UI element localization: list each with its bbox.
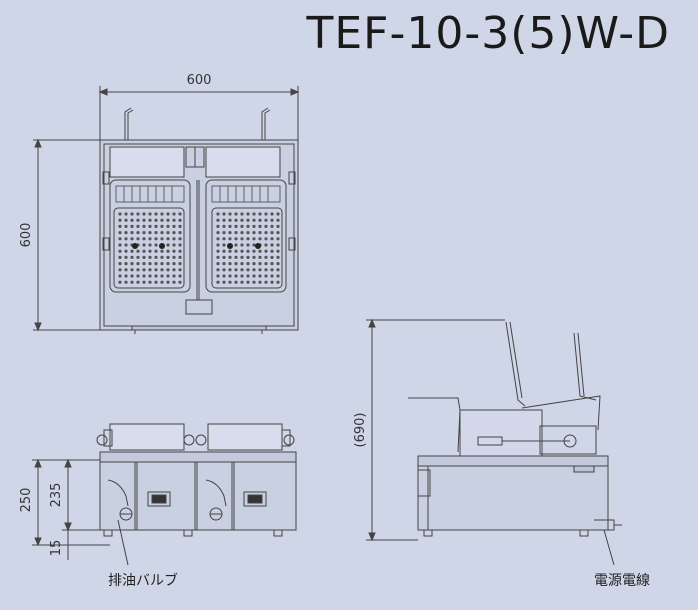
model-title: TEF-10-3(5)W-D bbox=[306, 8, 670, 59]
total-height-label: 250 bbox=[19, 488, 34, 513]
body-height-label: 235 bbox=[49, 483, 64, 508]
power-cord-label: 電源電線 bbox=[594, 573, 650, 589]
side-height-label: (690) bbox=[353, 413, 368, 448]
front-view bbox=[32, 423, 297, 566]
basket-mesh bbox=[118, 212, 280, 284]
width-dimension-label: 600 bbox=[187, 73, 212, 88]
top-view bbox=[33, 86, 300, 334]
side-view bbox=[366, 318, 622, 566]
leg-height-label: 15 bbox=[49, 540, 64, 557]
drain-valve-label: 排油バルブ bbox=[108, 573, 178, 589]
depth-dimension-label: 600 bbox=[19, 223, 34, 248]
